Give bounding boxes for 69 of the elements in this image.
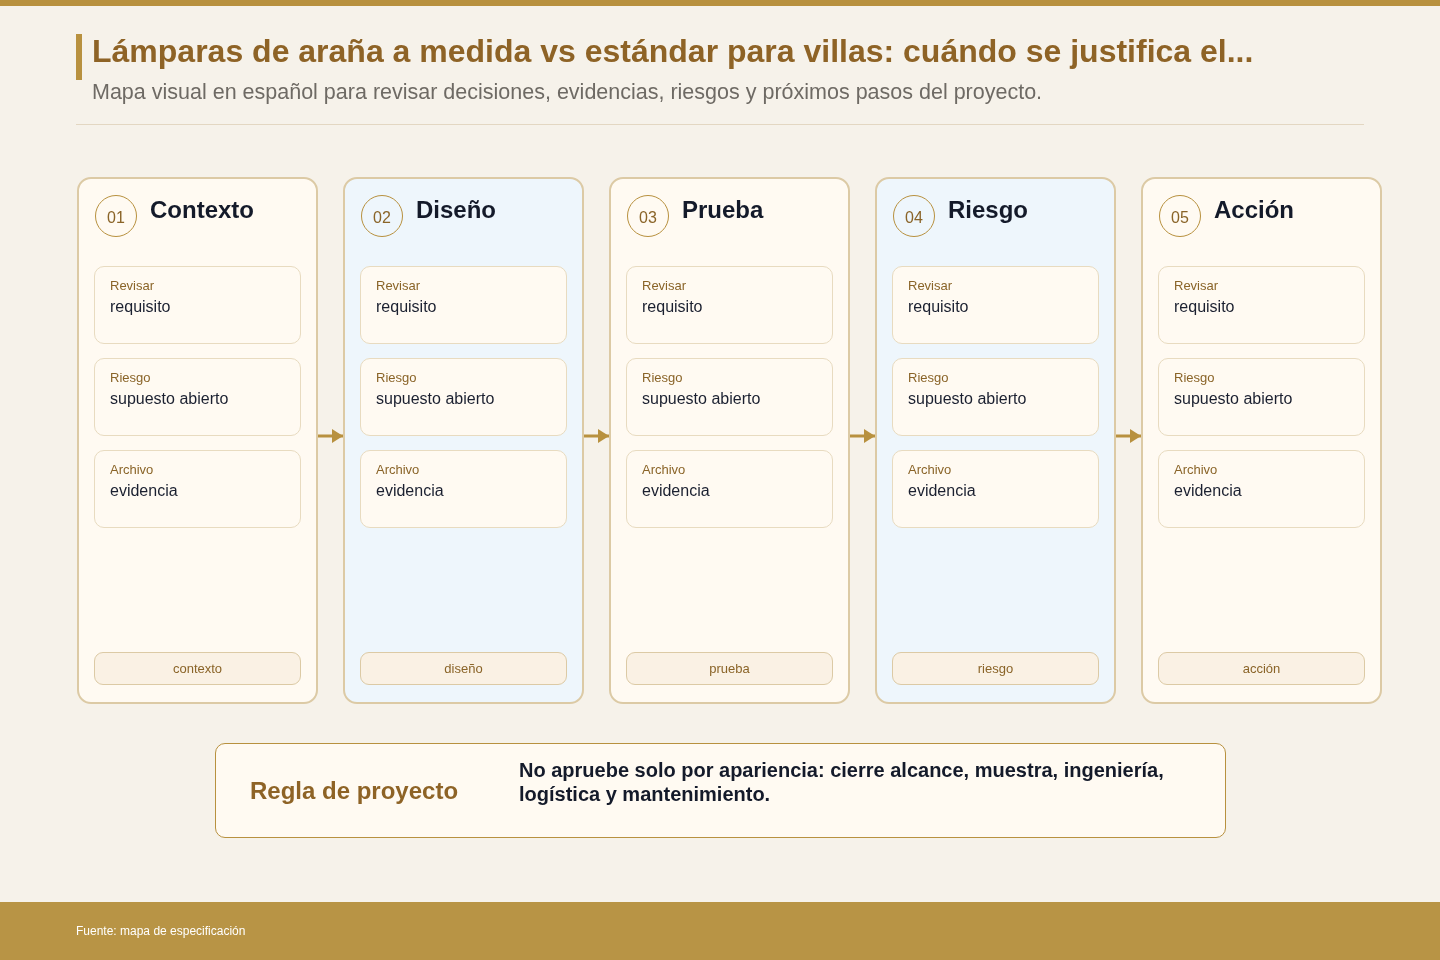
stage-title: Contexto [150, 196, 254, 224]
stage-tag: contexto [94, 652, 301, 685]
card-label: Revisar [642, 278, 687, 294]
stage-tag: prueba [626, 652, 833, 685]
rule-text: No apruebe solo por apariencia: cierre alcance, muestra, ingeniería, logística y mantenimiento. [519, 758, 1165, 806]
card-value: evidencia [376, 481, 444, 501]
info-card [94, 266, 301, 344]
card-value: evidencia [908, 481, 976, 501]
info-card [892, 266, 1099, 344]
card-label: Riesgo [642, 370, 683, 386]
card-value: supuesto abierto [1174, 389, 1293, 409]
stage-column [77, 177, 318, 704]
arrow [1116, 429, 1141, 443]
stage-tag: riesgo [892, 652, 1099, 685]
card-label: Revisar [908, 278, 953, 294]
card-value: requisito [110, 297, 171, 317]
stage-title: Acción [1214, 196, 1294, 224]
card-label: Archivo [110, 462, 154, 478]
info-card [626, 450, 833, 528]
card-value: evidencia [642, 481, 710, 501]
info-card [892, 358, 1099, 436]
card-value: requisito [642, 297, 703, 317]
stage-tag: diseño [360, 652, 567, 685]
card-label: Revisar [376, 278, 421, 294]
info-card [360, 358, 567, 436]
stage-title: Diseño [416, 196, 496, 224]
arrow [584, 429, 609, 443]
subtitle: Mapa visual en español para revisar decisiones, evidencias, riesgos y próximos pasos del proyecto. [92, 79, 1043, 105]
source-note: Fuente: mapa de especificación [76, 923, 246, 939]
card-value: supuesto abierto [642, 389, 761, 409]
info-card [892, 450, 1099, 528]
info-card [626, 358, 833, 436]
info-card [626, 266, 833, 344]
stage-column [609, 177, 850, 704]
card-label: Archivo [1174, 462, 1218, 478]
card-label: Riesgo [1174, 370, 1215, 386]
card-label: Archivo [908, 462, 952, 478]
stage-title: Prueba [682, 196, 764, 224]
card-label: Riesgo [908, 370, 949, 386]
page-title: Lámparas de araña a medida vs estándar para villas: cuándo se justifica el... [92, 32, 1254, 70]
stage-column [1141, 177, 1382, 704]
info-card [1158, 450, 1365, 528]
info-card [94, 450, 301, 528]
stage-title: Riesgo [948, 196, 1028, 224]
card-value: requisito [1174, 297, 1235, 317]
arrow [850, 429, 875, 443]
stage-column [343, 177, 584, 704]
rule-panel [215, 743, 1226, 838]
card-value: evidencia [1174, 481, 1242, 501]
card-value: evidencia [110, 481, 178, 501]
card-value: requisito [908, 297, 969, 317]
info-card [360, 450, 567, 528]
stage-tag: acción [1158, 652, 1365, 685]
card-label: Archivo [376, 462, 420, 478]
card-label: Riesgo [376, 370, 417, 386]
rule-heading: Regla de proyecto [250, 777, 459, 805]
info-card [1158, 266, 1365, 344]
card-value: requisito [376, 297, 437, 317]
card-label: Archivo [642, 462, 686, 478]
card-label: Riesgo [110, 370, 151, 386]
info-card [94, 358, 301, 436]
card-value: supuesto abierto [908, 389, 1027, 409]
card-value: supuesto abierto [376, 389, 495, 409]
card-label: Revisar [110, 278, 155, 294]
info-card [1158, 358, 1365, 436]
card-label: Revisar [1174, 278, 1219, 294]
info-card [360, 266, 567, 344]
card-value: supuesto abierto [110, 389, 229, 409]
stage-column [875, 177, 1116, 704]
